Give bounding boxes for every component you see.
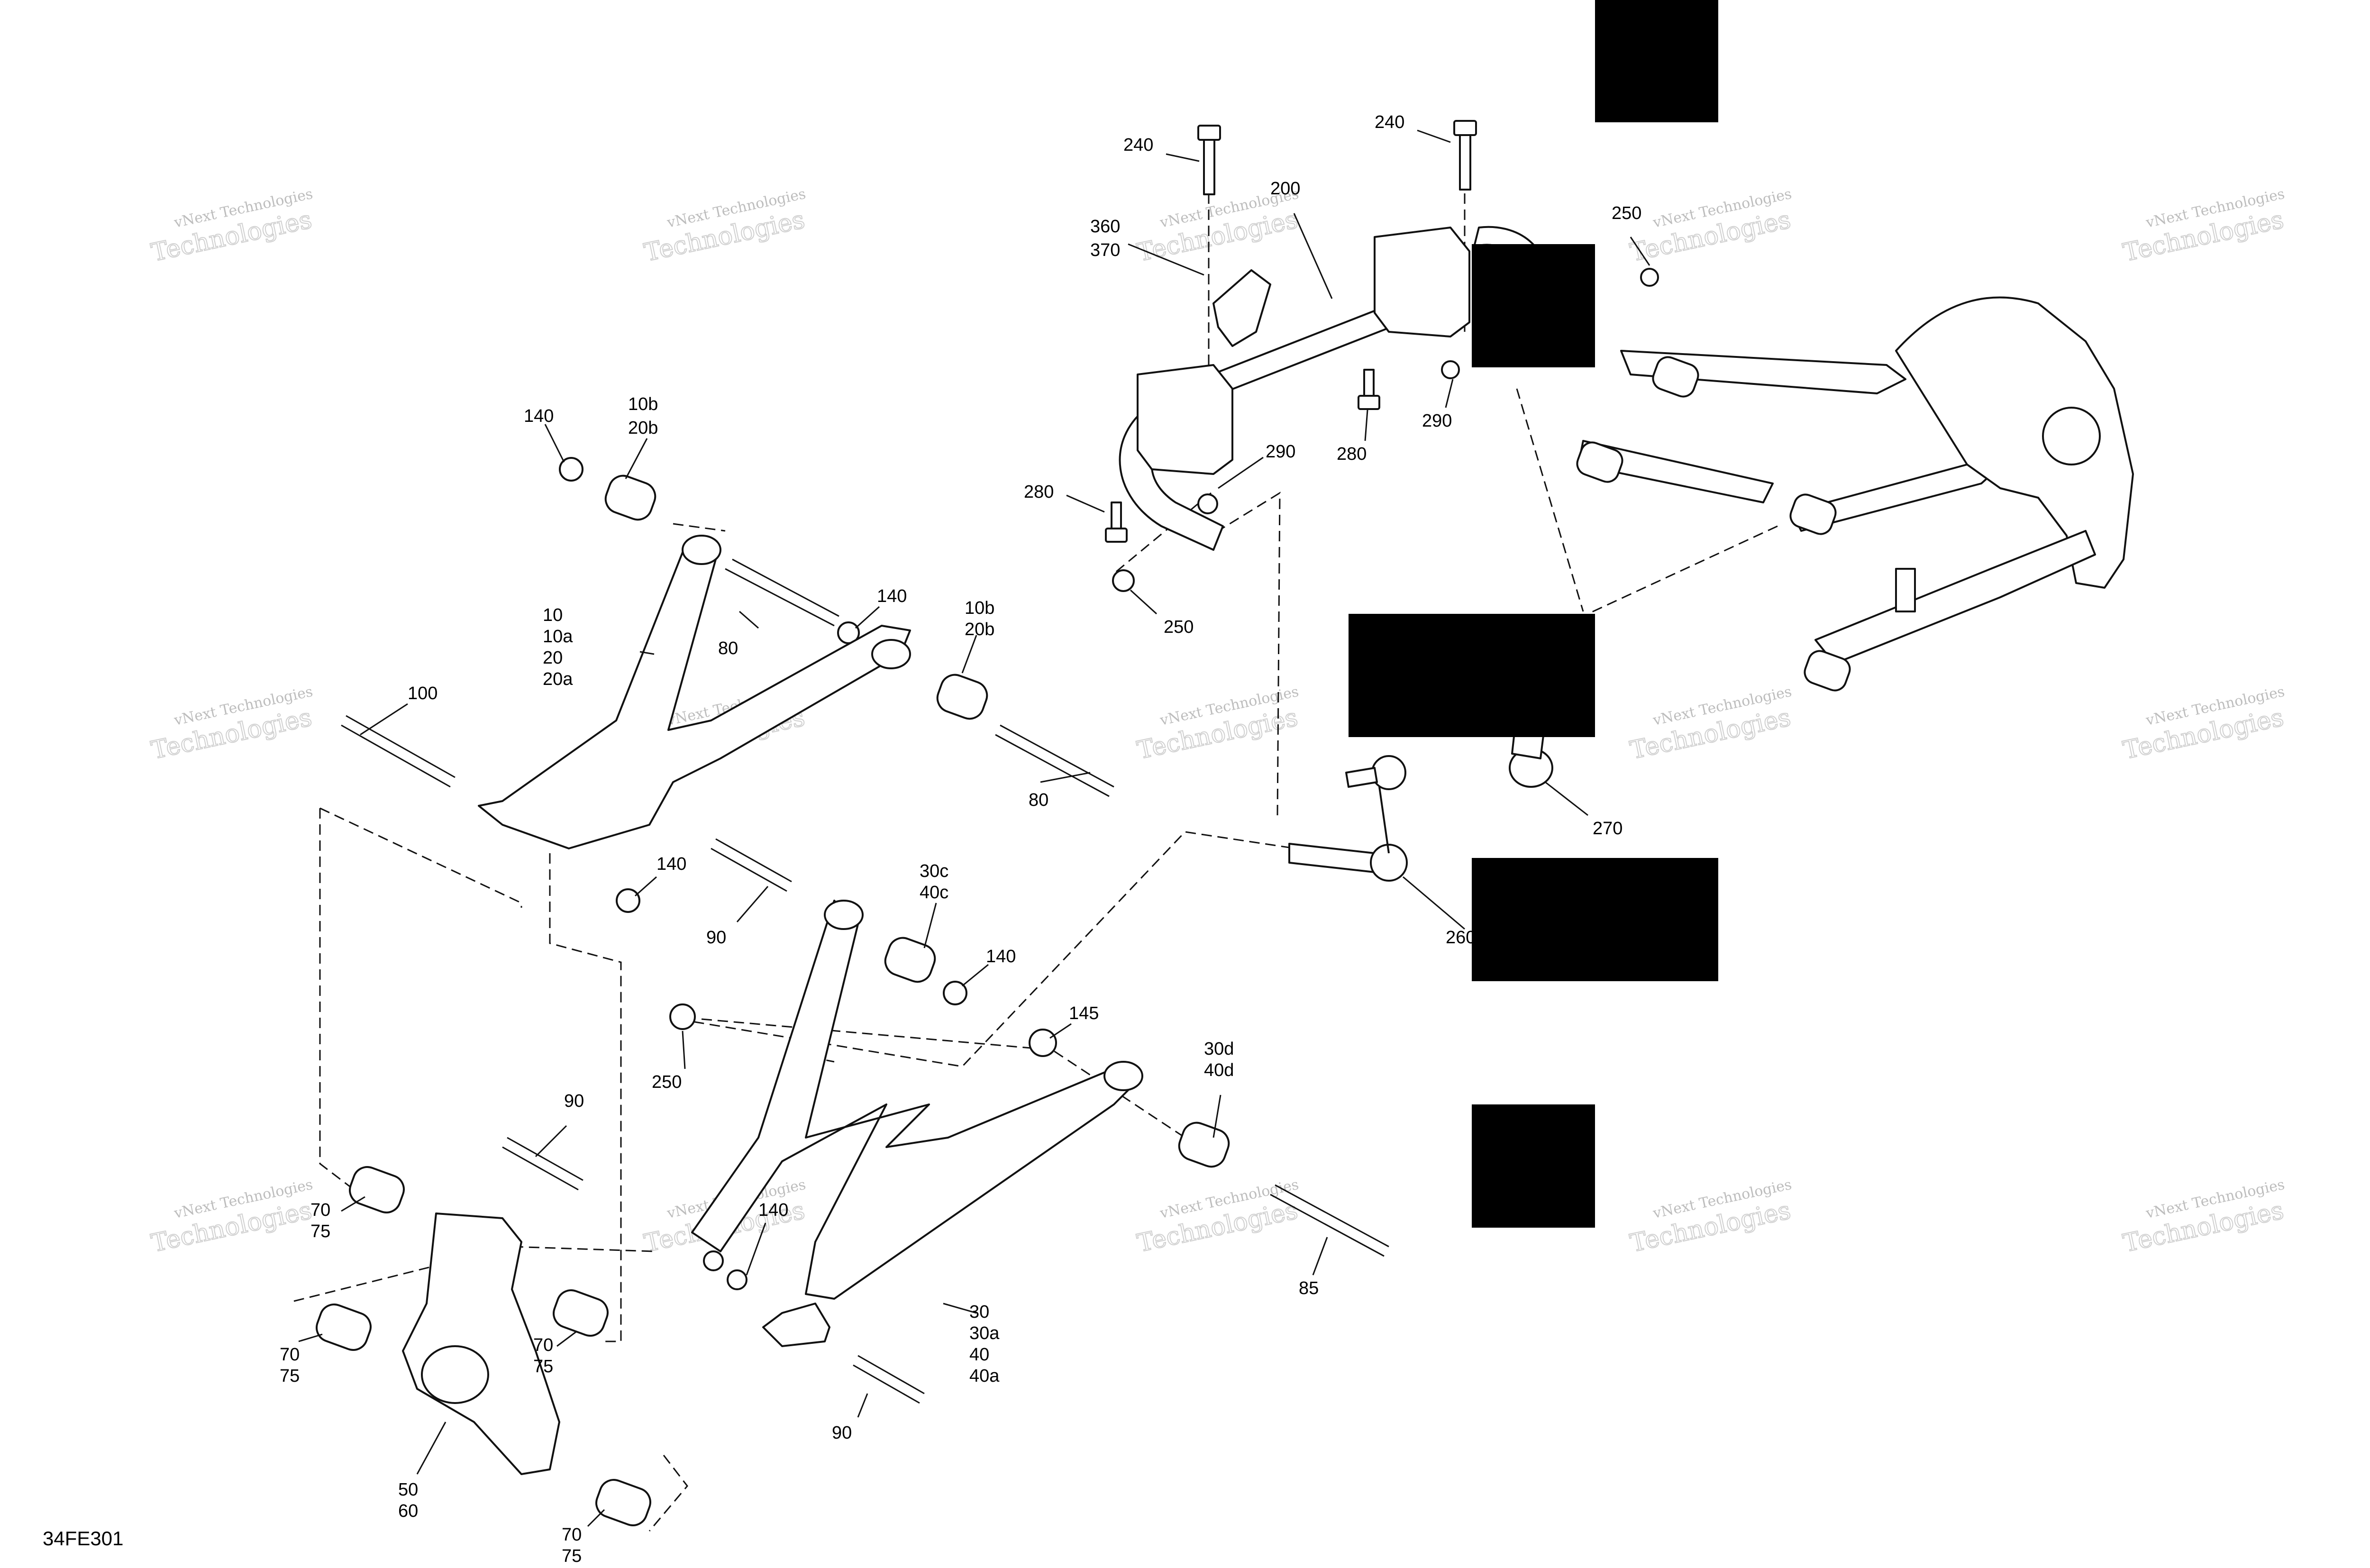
callout-label: 140 [656,854,686,874]
callout-label: 75 [310,1222,330,1241]
callout-label: 85 [1299,1278,1319,1298]
callout-label: 40 [969,1345,989,1365]
callout-label: 370 [1090,240,1120,260]
callout-labels: 240 240 200 360 370 250 280 290 290 280 … [280,112,1641,1566]
callout-label: 20a [543,669,573,689]
callout-label: 70 [280,1345,300,1365]
callout-label: 30 [969,1302,989,1322]
part-bracket-360 [1212,269,1271,347]
callout-label: 20b [965,620,994,639]
callout-label: 75 [533,1357,553,1377]
callout-label: 90 [564,1091,584,1111]
callout-label: 30a [969,1323,1000,1343]
redaction-block [1472,858,1718,981]
callout-label: 145 [1069,1003,1099,1023]
callout-label: 20b [628,418,658,438]
callout-label: 90 [832,1423,852,1443]
callout-label: 20 [543,648,563,668]
callout-label: 250 [1164,617,1194,637]
callout-label: 280 [1337,444,1367,464]
callout-label: 200 [1270,179,1300,199]
callout-label: 140 [758,1200,788,1220]
part-bolts-and-nuts [559,120,1659,1290]
figure-reference-code: 34FE301 [43,1527,123,1550]
callout-label: 290 [1422,411,1452,431]
callout-label: 70 [562,1525,582,1545]
callout-label: 30c [920,861,948,881]
part-assembled-suspension [1576,296,2134,692]
callout-label: 240 [1375,112,1404,132]
leader-lines [298,129,1650,1527]
callout-label: 140 [986,947,1016,966]
callout-label: 290 [1266,442,1295,462]
part-upper-a-arm [341,474,1114,849]
callout-label: 80 [718,638,738,658]
callout-label: 40d [1204,1060,1234,1080]
callout-label: 250 [1612,203,1641,223]
callout-label: 70 [533,1335,553,1355]
callout-label: 80 [1029,790,1048,810]
redaction-block [1472,1104,1595,1228]
callout-label: 240 [1123,135,1153,155]
redaction-blocks [1349,0,1718,1228]
part-knuckle [316,1166,651,1526]
callout-label: 140 [524,406,554,426]
part-lower-a-arm [502,838,1389,1404]
callout-label: 10 [543,605,563,625]
callout-label: 50 [398,1480,418,1500]
redaction-block [1595,0,1718,122]
redaction-block [1472,244,1595,367]
callout-label: 10a [543,627,573,647]
callout-label: 270 [1593,819,1623,839]
callout-label: 140 [877,586,907,606]
callout-label: 10b [628,394,658,414]
callout-label: 100 [408,684,438,703]
callout-label: 360 [1090,217,1120,237]
callout-label: 75 [280,1366,300,1386]
callout-label: 30d [1204,1039,1234,1059]
callout-label: 280 [1024,482,1054,502]
callout-label: 250 [652,1072,682,1092]
redaction-block [1349,614,1595,737]
callout-label: 90 [706,928,726,948]
callout-label: 40c [920,883,948,903]
callout-label: 40a [969,1366,1000,1386]
callout-label: 260 [1446,928,1476,948]
callout-label: 10b [965,598,994,618]
callout-label: 60 [398,1501,418,1521]
callout-label: 70 [310,1200,330,1220]
callout-label: 75 [562,1546,582,1566]
